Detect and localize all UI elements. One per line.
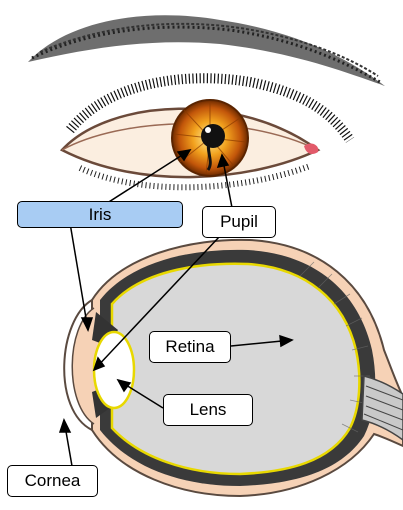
eye-front-view-icon	[62, 78, 350, 187]
pupil-label: Pupil	[202, 206, 276, 238]
eye-cross-section-icon	[64, 240, 403, 496]
cornea-label: Cornea	[7, 465, 98, 497]
lens-label: Lens	[163, 394, 253, 426]
eyebrow-icon	[28, 15, 385, 86]
iris-label: Iris	[17, 201, 183, 228]
retina-label: Retina	[149, 331, 231, 363]
